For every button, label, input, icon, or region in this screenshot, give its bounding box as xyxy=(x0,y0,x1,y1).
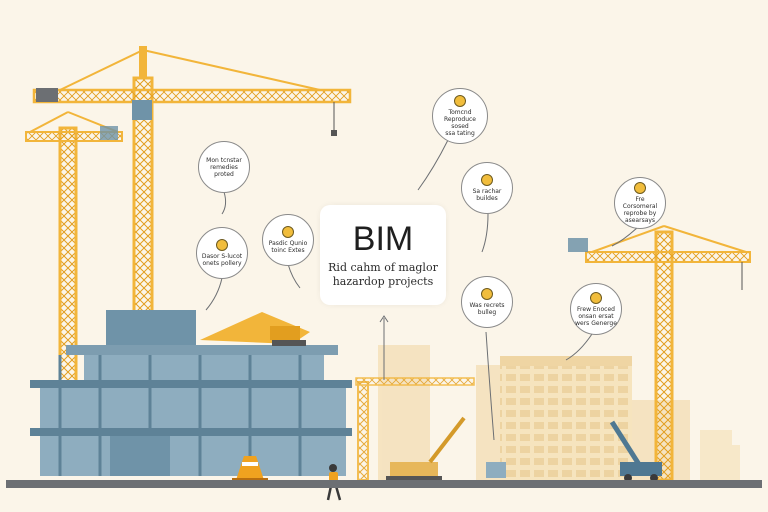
callout-text: Pasdic Qunio toinc Extes xyxy=(268,240,308,254)
callout-text: Fre Corsomeral reprobe by asearsays xyxy=(622,196,658,224)
callout-badge-icon xyxy=(282,226,294,238)
callout-bubble: Sa rachar buildes xyxy=(461,162,513,214)
callout-text: Frew Enoced onsan ersat wers Generge xyxy=(575,305,617,327)
callout-bubble: Frew Enoced onsan ersat wers Generge xyxy=(570,283,622,335)
ground-line xyxy=(6,480,762,488)
material-box xyxy=(486,462,506,478)
main-building xyxy=(30,310,352,476)
callout-badge-icon xyxy=(634,182,646,194)
callout-bubble: Pasdic Qunio toinc Extes xyxy=(262,214,314,266)
callout-connectors xyxy=(205,139,639,441)
excavator xyxy=(386,416,466,481)
callout-text: Sa rachar buildes xyxy=(472,188,502,202)
bim-title: BIM xyxy=(352,220,414,258)
callout-text: Tomcnd Reproduce sosed ssa tating xyxy=(443,109,476,137)
callout-bubble: Dasor S-lucot onets pollery xyxy=(196,227,248,279)
callout-bubble: Tomcnd Reproduce sosed ssa tating xyxy=(432,88,488,144)
callout-bubble: Fre Corsomeral reprobe by asearsays xyxy=(614,177,666,229)
bim-title-card: BIM Rid cahm of maglor hazardop projects xyxy=(320,205,446,305)
callout-text: Mon tcnstar remedies proted xyxy=(206,156,242,178)
callout-badge-icon xyxy=(590,291,602,304)
callout-badge-icon xyxy=(216,239,228,251)
callout-badge-icon xyxy=(481,288,493,300)
bim-subtitle: Rid cahm of maglor hazardop projects xyxy=(328,261,438,288)
callout-bubble: Mon tcnstar remedies proted xyxy=(198,141,250,193)
callout-bubble: Was recrets bulleg xyxy=(461,276,513,328)
callout-text: Dasor S-lucot onets pollery xyxy=(201,253,243,267)
callout-badge-icon xyxy=(481,174,493,186)
callout-badge-icon xyxy=(454,95,466,107)
rooftop-machine xyxy=(200,312,310,346)
callout-text: Was recrets bulleg xyxy=(469,302,505,316)
